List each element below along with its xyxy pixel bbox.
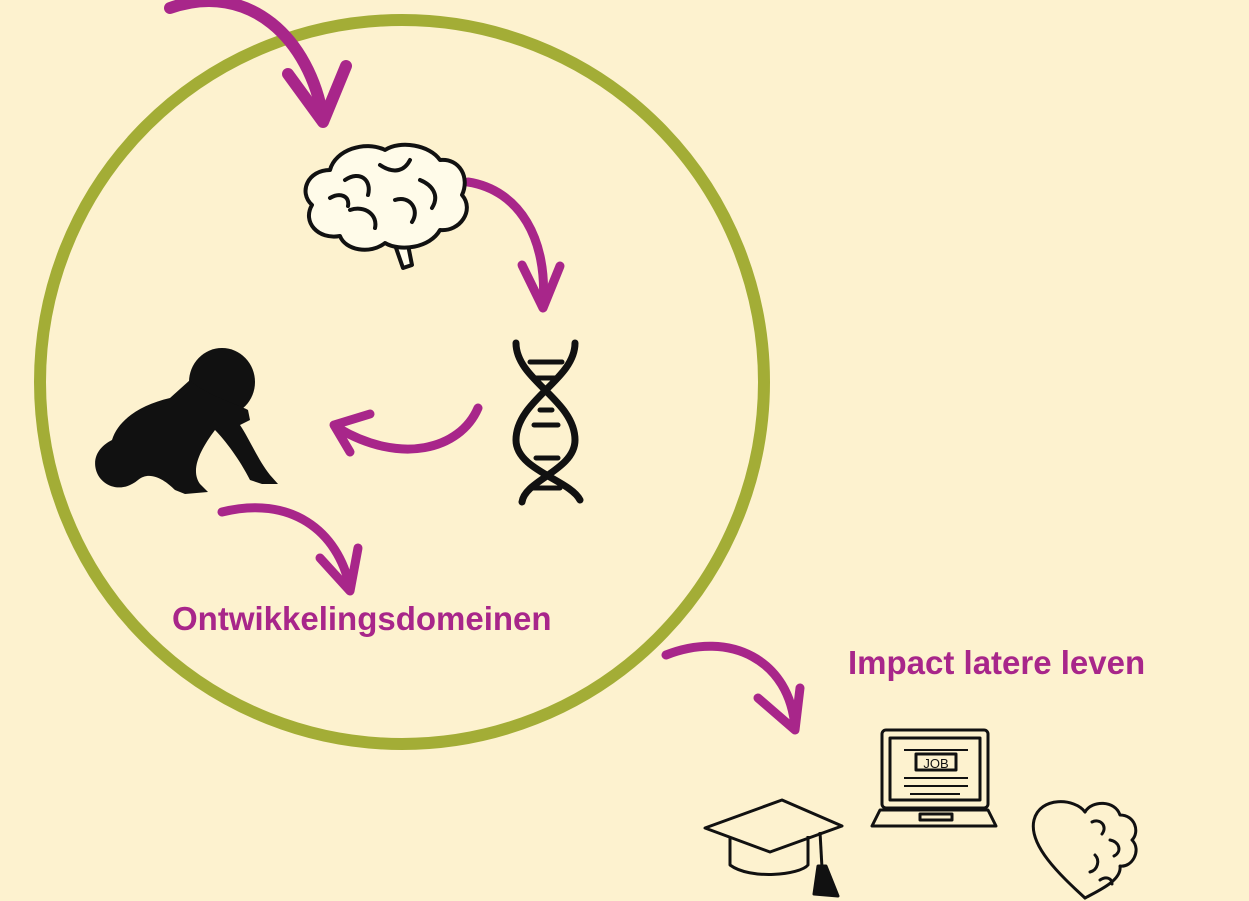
arrow-baby-to-domains: [217, 503, 363, 596]
dna-icon: [512, 339, 584, 506]
crawling-baby-icon: [95, 348, 278, 494]
job-laptop-icon: JOB: [870, 728, 998, 828]
arrow-dna-to-baby: [329, 403, 483, 457]
arrow-domains-to-impact: [661, 641, 805, 735]
later-life-impact-label: Impact latere leven: [848, 644, 1146, 681]
development-domains-label: Ontwikkelingsdomeinen: [172, 600, 552, 637]
graduation-cap-icon: [703, 798, 844, 898]
arrow-brain-to-dna: [463, 177, 565, 313]
brain-icon: [303, 142, 469, 270]
job-screen-text: JOB: [923, 756, 948, 771]
arrow-into-circle: [164, 0, 352, 128]
development-circle: [34, 14, 770, 750]
heart-brain-icon: [1031, 800, 1138, 900]
